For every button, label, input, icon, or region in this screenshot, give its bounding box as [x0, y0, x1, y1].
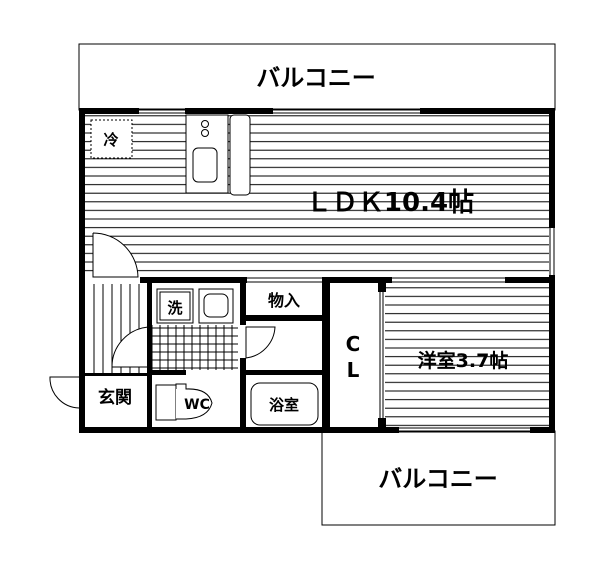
- sink-icon: [192, 147, 218, 183]
- bathroom-label: 浴室: [269, 396, 299, 414]
- bedroom-label: 洋室3.7帖: [418, 349, 509, 372]
- bathtub-icon: [250, 382, 319, 426]
- burner-icon: [201, 129, 209, 137]
- balcony-top-label: バルコニー: [256, 64, 376, 92]
- ldk-floor: [85, 114, 549, 278]
- balcony-bottom: [321, 430, 556, 526]
- door-bathroom: [245, 326, 276, 359]
- burner-icon: [201, 120, 209, 128]
- door-entrance: [49, 376, 80, 409]
- toilet-label: WC: [184, 397, 210, 413]
- door-ldk: [92, 232, 139, 278]
- door-washroom: [111, 326, 149, 368]
- balcony-top: [78, 43, 556, 111]
- balcony-bottom-label: バルコニー: [378, 465, 498, 493]
- washer-label: 洗: [167, 299, 182, 317]
- toilet-icon: WC: [155, 383, 213, 421]
- refrigerator-space: 冷: [90, 119, 133, 159]
- washroom-tiles: [152, 325, 238, 370]
- ldk-label: ＬＤＫ10.4帖: [306, 188, 474, 218]
- closet-label-c: C: [346, 332, 361, 356]
- bedroom-floor: [385, 284, 549, 428]
- storage-label: 物入: [268, 291, 300, 310]
- walls: [79, 108, 555, 433]
- windows: [139, 108, 555, 433]
- refrigerator-label: 冷: [103, 131, 118, 149]
- entrance-label: 玄関: [98, 387, 132, 408]
- washbasin-icon: [203, 293, 229, 318]
- kitchen-counter: [185, 114, 251, 196]
- closet-label-l: L: [347, 358, 360, 382]
